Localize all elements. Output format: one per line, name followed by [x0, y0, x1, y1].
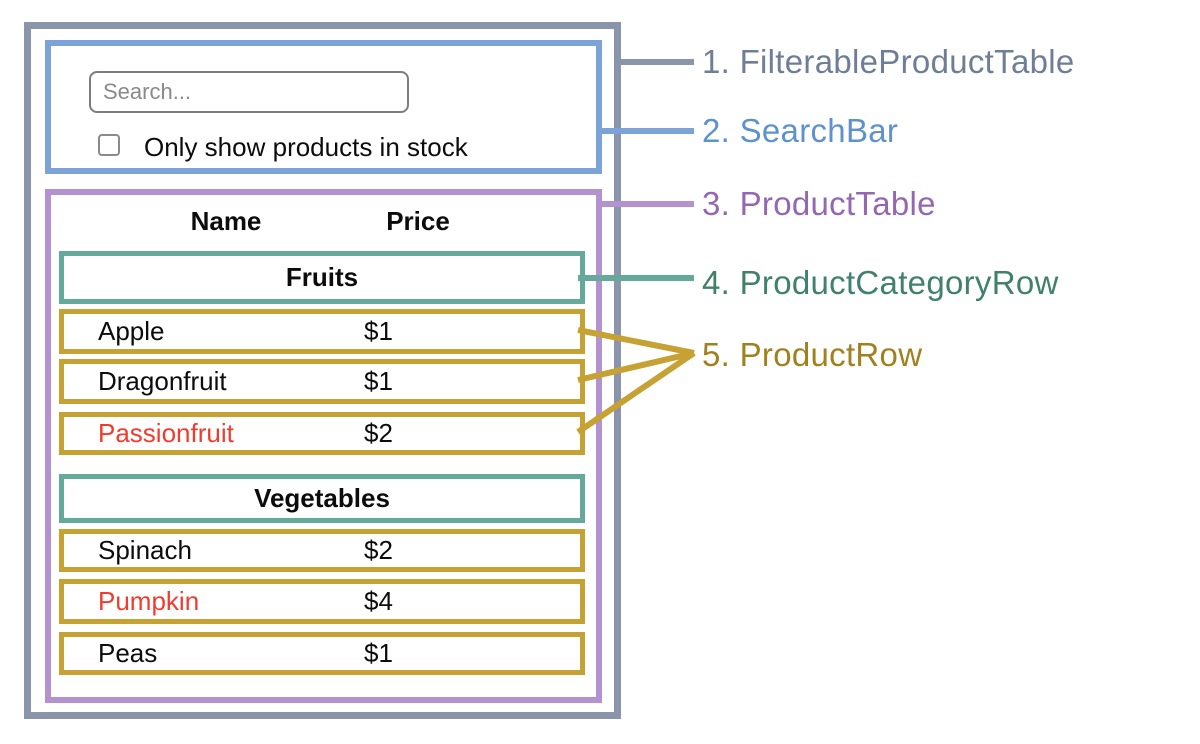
product-row-apple: Apple $1 — [59, 309, 585, 354]
search-bar-box: Only show products in stock — [45, 40, 602, 174]
product-price: $1 — [364, 316, 393, 346]
legend-item-search-bar: 2. SearchBar — [702, 112, 899, 149]
product-row-dragonfruit: Dragonfruit $1 — [59, 359, 585, 404]
search-input[interactable] — [89, 71, 409, 113]
category-row-fruits: Fruits — [59, 251, 585, 304]
product-row-spinach: Spinach $2 — [59, 529, 585, 572]
legend-item-filterable-product-table: 1. FilterableProductTable — [702, 43, 1075, 80]
in-stock-checkbox[interactable] — [98, 134, 120, 156]
product-price: $1 — [364, 366, 393, 396]
product-price: $4 — [364, 586, 393, 616]
legend-item-product-row: 5. ProductRow — [702, 336, 923, 373]
column-header-name: Name — [190, 206, 262, 236]
product-name: Peas — [98, 638, 158, 668]
filterable-product-table-box: Only show products in stock Name Price F… — [24, 22, 621, 719]
column-header-price: Price — [386, 206, 450, 236]
in-stock-checkbox-label: Only show products in stock — [144, 132, 468, 162]
product-name: Passionfruit — [98, 418, 234, 448]
category-row-vegetables: Vegetables — [59, 474, 585, 523]
product-price: $2 — [364, 418, 393, 448]
product-price: $1 — [364, 638, 393, 668]
product-row-peas: Peas $1 — [59, 632, 585, 675]
product-table-box: Name Price Fruits Apple $1 Dragonfruit $… — [45, 189, 602, 703]
product-name: Pumpkin — [98, 586, 200, 616]
product-row-passionfruit: Passionfruit $2 — [59, 412, 585, 455]
product-name: Spinach — [98, 535, 192, 565]
product-name: Dragonfruit — [98, 366, 227, 396]
legend-item-product-category-row: 4. ProductCategoryRow — [702, 264, 1059, 301]
product-row-pumpkin: Pumpkin $4 — [59, 579, 585, 624]
legend-item-product-table: 3. ProductTable — [702, 185, 936, 222]
product-price: $2 — [364, 535, 393, 565]
product-name: Apple — [98, 316, 165, 346]
